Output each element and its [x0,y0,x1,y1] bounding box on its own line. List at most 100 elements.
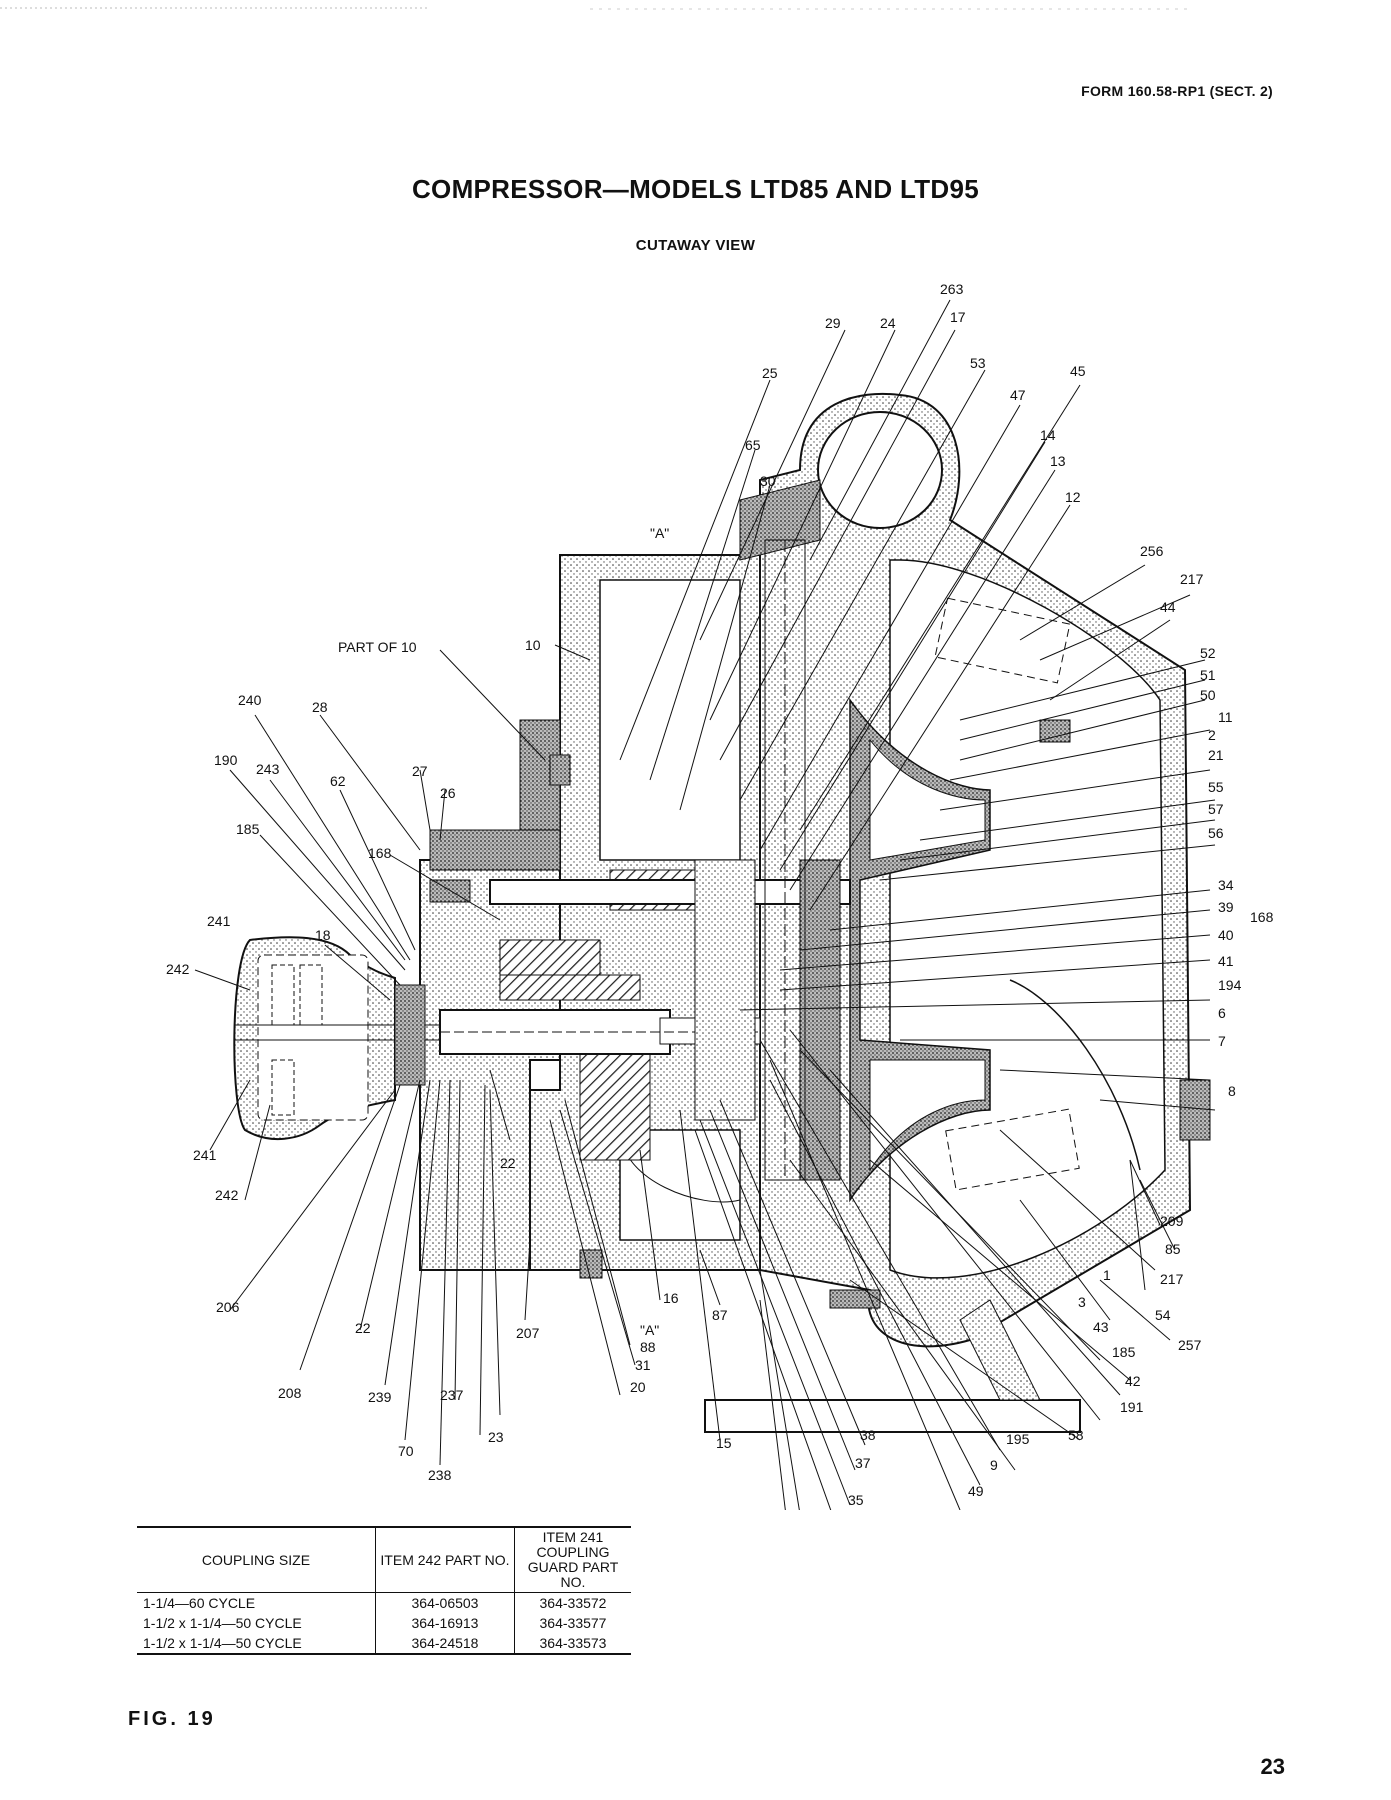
callout-11: 11 [1218,709,1233,725]
figure-label: FIG. 19 [128,1708,216,1730]
page-number: 23 [1260,1754,1285,1779]
coupling-size-cell: 1-1/2 x 1-1/4—50 CYCLE [143,1635,302,1651]
callout-239: 239 [368,1389,392,1405]
callout-217-lower: 217 [1160,1271,1184,1287]
impeller [849,697,991,1203]
callout-34: 34 [1218,877,1234,893]
callout-42: 42 [1125,1373,1141,1389]
callout-190: 190 [214,752,238,768]
callout-237: 237 [440,1387,464,1403]
callout-50: 50 [1200,687,1216,703]
callout-25: 25 [762,365,778,381]
callout-27: 27 [412,763,428,779]
coupling-size-cell: 1-1/2 x 1-1/4—50 CYCLE [143,1615,302,1631]
callout-49: 49 [968,1483,984,1499]
callout-209: 209 [1160,1213,1184,1229]
callout-30: 30 [760,473,776,489]
callout-22-lower: 22 [355,1320,371,1336]
callout-65: 65 [745,437,761,453]
scan-artifact-strip [0,0,1391,10]
callout-38: 38 [860,1427,876,1443]
callout-22: 22 [500,1155,516,1171]
item-242-part-cell: 364-16913 [375,1613,515,1633]
column-header-item-241: ITEM 241 COUPLING GUARD PART NO. [514,1527,631,1593]
callout-41: 41 [1218,953,1234,969]
callout-46: 46 [957,1509,973,1510]
callout-43: 43 [1093,1319,1109,1335]
callout-185: 185 [236,821,260,837]
callout-1: 1 [1103,1267,1111,1283]
callout-242: 242 [166,961,190,977]
callout-39: 39 [1218,899,1234,915]
callout-29: 29 [825,315,841,331]
callout-44: 44 [1160,599,1176,615]
callout-3: 3 [1078,1294,1086,1310]
callout-62: 62 [330,773,346,789]
coupling-parts-table: COUPLING SIZE ITEM 242 PART NO. ITEM 241… [137,1526,631,1655]
callout-207: 207 [516,1325,540,1341]
callout-24: 24 [880,315,896,331]
callout-28: 28 [312,699,328,715]
callout-257: 257 [1178,1337,1202,1353]
callout-168: 168 [368,845,392,861]
callout-40: 40 [1218,927,1234,943]
callout-15: 15 [716,1435,732,1451]
callout-240: 240 [238,692,262,708]
callout-16: 16 [663,1290,679,1306]
page-subtitle: CUTAWAY VIEW [635,237,756,254]
callout-85: 85 [1165,1241,1181,1257]
callout-194: 194 [1218,977,1242,993]
callout-12: 12 [1065,489,1081,505]
callout-52: 52 [1200,645,1216,661]
table-row: 1-1/4—60 CYCLE 364-06503 364-33572 [137,1592,631,1613]
section-a-marker: "A" [650,525,669,541]
callout-9: 9 [990,1457,998,1473]
callout-6: 6 [1218,1005,1226,1021]
callout-256: 256 [1140,543,1164,559]
callout-168-right: 168 [1250,909,1274,925]
callout-51: 51 [1200,667,1216,683]
callout-217: 217 [1180,571,1204,587]
callout-54: 54 [1155,1307,1171,1323]
column-header-item-242: ITEM 242 PART NO. [375,1527,515,1593]
form-number: FORM 160.58-RP1 (SECT. 2) [1081,83,1273,99]
callout-8: 8 [1228,1083,1236,1099]
callout-31: 31 [635,1357,651,1373]
callout-37: 37 [855,1455,871,1471]
callout-238: 238 [428,1467,452,1483]
callout-241: 241 [207,913,231,929]
mounting-base [704,1299,1081,1433]
callout-70: 70 [398,1443,414,1459]
table-row: 1-1/2 x 1-1/4—50 CYCLE 364-24518 364-335… [137,1633,631,1654]
section-a-marker-lower: "A" [640,1322,659,1338]
compressor-cutaway-diagram: 263 29 24 17 53 45 47 14 13 12 25 65 30 … [166,281,1274,1510]
item-241-part-cell: 364-33577 [514,1613,631,1633]
callout-208: 208 [278,1385,302,1401]
callout-13: 13 [1050,453,1066,469]
callout-57: 57 [1208,801,1224,817]
callout-185-lower: 185 [1112,1344,1136,1360]
callout-10: 10 [525,637,541,653]
item-242-part-cell: 364-24518 [375,1633,515,1654]
callout-206: 206 [216,1299,240,1315]
callout-21: 21 [1208,747,1224,763]
callout-45: 45 [1070,363,1086,379]
coupling-table: COUPLING SIZE ITEM 242 PART NO. ITEM 241… [137,1526,631,1655]
callout-labels: 263 29 24 17 53 45 47 14 13 12 25 65 30 … [166,281,1274,1510]
coupling-size-cell: 1-1/4—60 CYCLE [143,1595,256,1611]
callout-241-lower: 241 [193,1147,217,1163]
callout-23: 23 [488,1429,504,1445]
callout-18: 18 [315,927,331,943]
coupling-guard [233,936,440,1141]
callout-263: 263 [940,281,964,297]
callout-195: 195 [1006,1431,1030,1447]
callout-7: 7 [1218,1033,1226,1049]
item-241-part-cell: 364-33573 [514,1633,631,1654]
callout-part-of-10: PART OF 10 [338,639,417,655]
callout-191: 191 [1120,1399,1144,1415]
callout-17: 17 [950,309,966,325]
callout-26: 26 [440,785,456,801]
callout-14: 14 [1040,427,1056,443]
callout-55: 55 [1208,779,1224,795]
bearing-housing [694,539,841,1181]
